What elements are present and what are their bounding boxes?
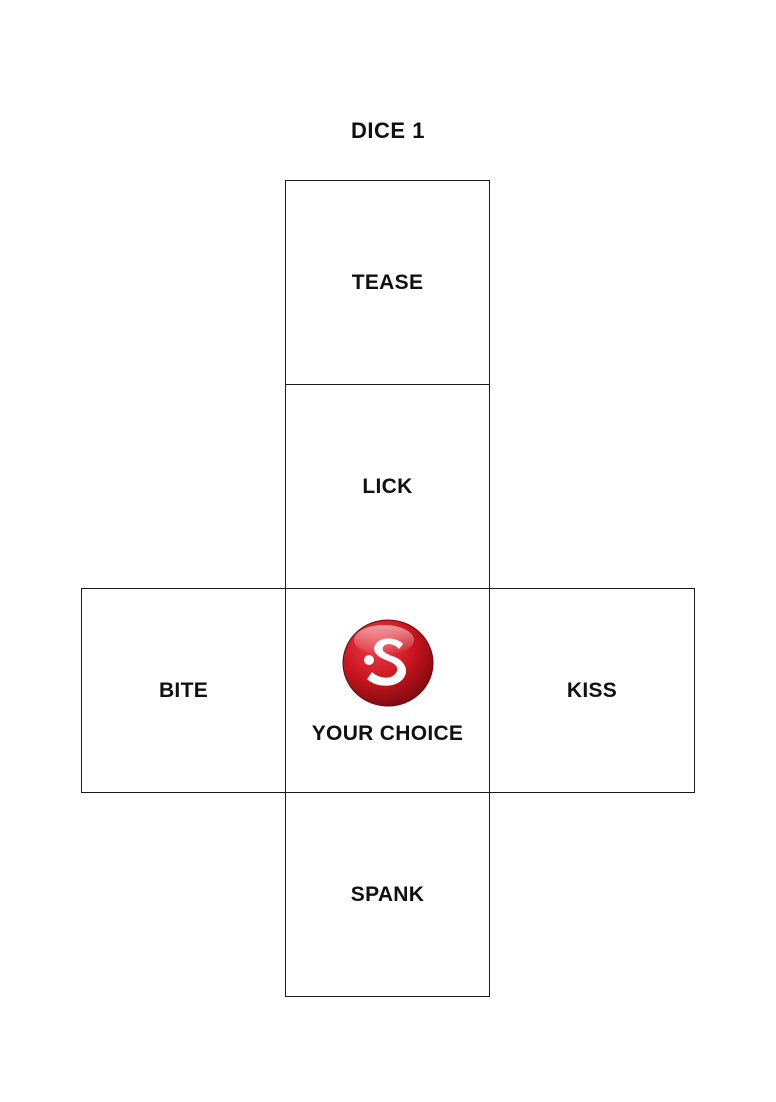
face-label-center: YOUR CHOICE <box>311 722 464 745</box>
face-right: KISS <box>489 588 695 793</box>
face-label-top: TEASE <box>351 270 424 294</box>
face-label-left: BITE <box>158 678 209 702</box>
face-label-right: KISS <box>566 678 618 702</box>
s-logo-icon <box>342 619 433 707</box>
face-label-bottom: SPANK <box>350 882 425 906</box>
face-top: TEASE <box>285 180 490 385</box>
page-title: DICE 1 <box>351 118 425 143</box>
face-label-upper: LICK <box>362 474 413 498</box>
face-center: YOUR CHOICE <box>285 588 490 793</box>
face-left: BITE <box>81 588 286 793</box>
face-upper: LICK <box>285 384 490 589</box>
face-bottom: SPANK <box>285 792 490 997</box>
